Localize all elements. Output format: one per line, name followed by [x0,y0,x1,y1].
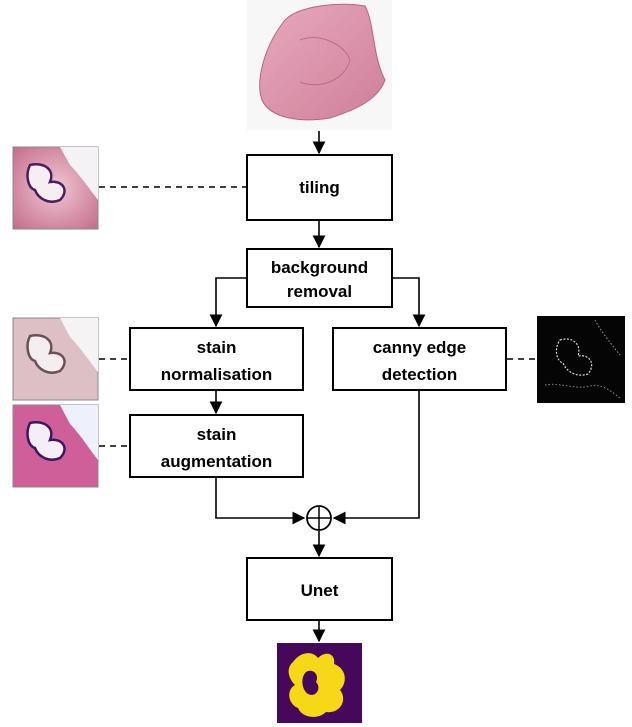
stain-normalised-image [13,318,98,400]
stain-normalisation-label-line-1: stain [197,338,237,357]
canny-edge-detection-label-line-1: canny edge [373,338,467,357]
unet-label-line-1: Unet [301,581,339,600]
background-removal-label-line-2: removal [287,282,352,301]
whole-slide-image [247,0,392,130]
canny-edge-detection-label-line-2: detection [382,365,458,384]
stain-normalisation-box: stain normalisation [130,328,303,390]
stain-augmented-image [13,405,98,487]
canny-edge-detection-box: canny edge detection [333,328,506,390]
arrow-canny-edge-to-combine [334,391,419,518]
segmentation-mask-image [277,643,362,723]
stain-augmentation-label-line-2: augmentation [161,452,272,471]
tile-image [13,147,98,229]
arrow-background-removal-to-canny-edge [392,278,419,326]
tiling-label-line-1: tiling [299,178,340,197]
stain-augmentation-label-line-1: stain [197,425,237,444]
combine-operator [307,506,331,530]
stain-augmentation-box: stain augmentation [130,415,303,477]
stain-normalisation-label-line-2: normalisation [161,365,272,384]
arrow-stain-augmentation-to-combine [216,478,304,518]
arrow-background-removal-to-stain-normalisation [216,278,247,326]
background-removal-label-line-1: background [271,258,368,277]
tiling-box: tiling [247,155,392,220]
unet-box: Unet [247,558,392,620]
background-removal-box: background removal [247,249,392,307]
canny-edge-image [537,316,625,403]
